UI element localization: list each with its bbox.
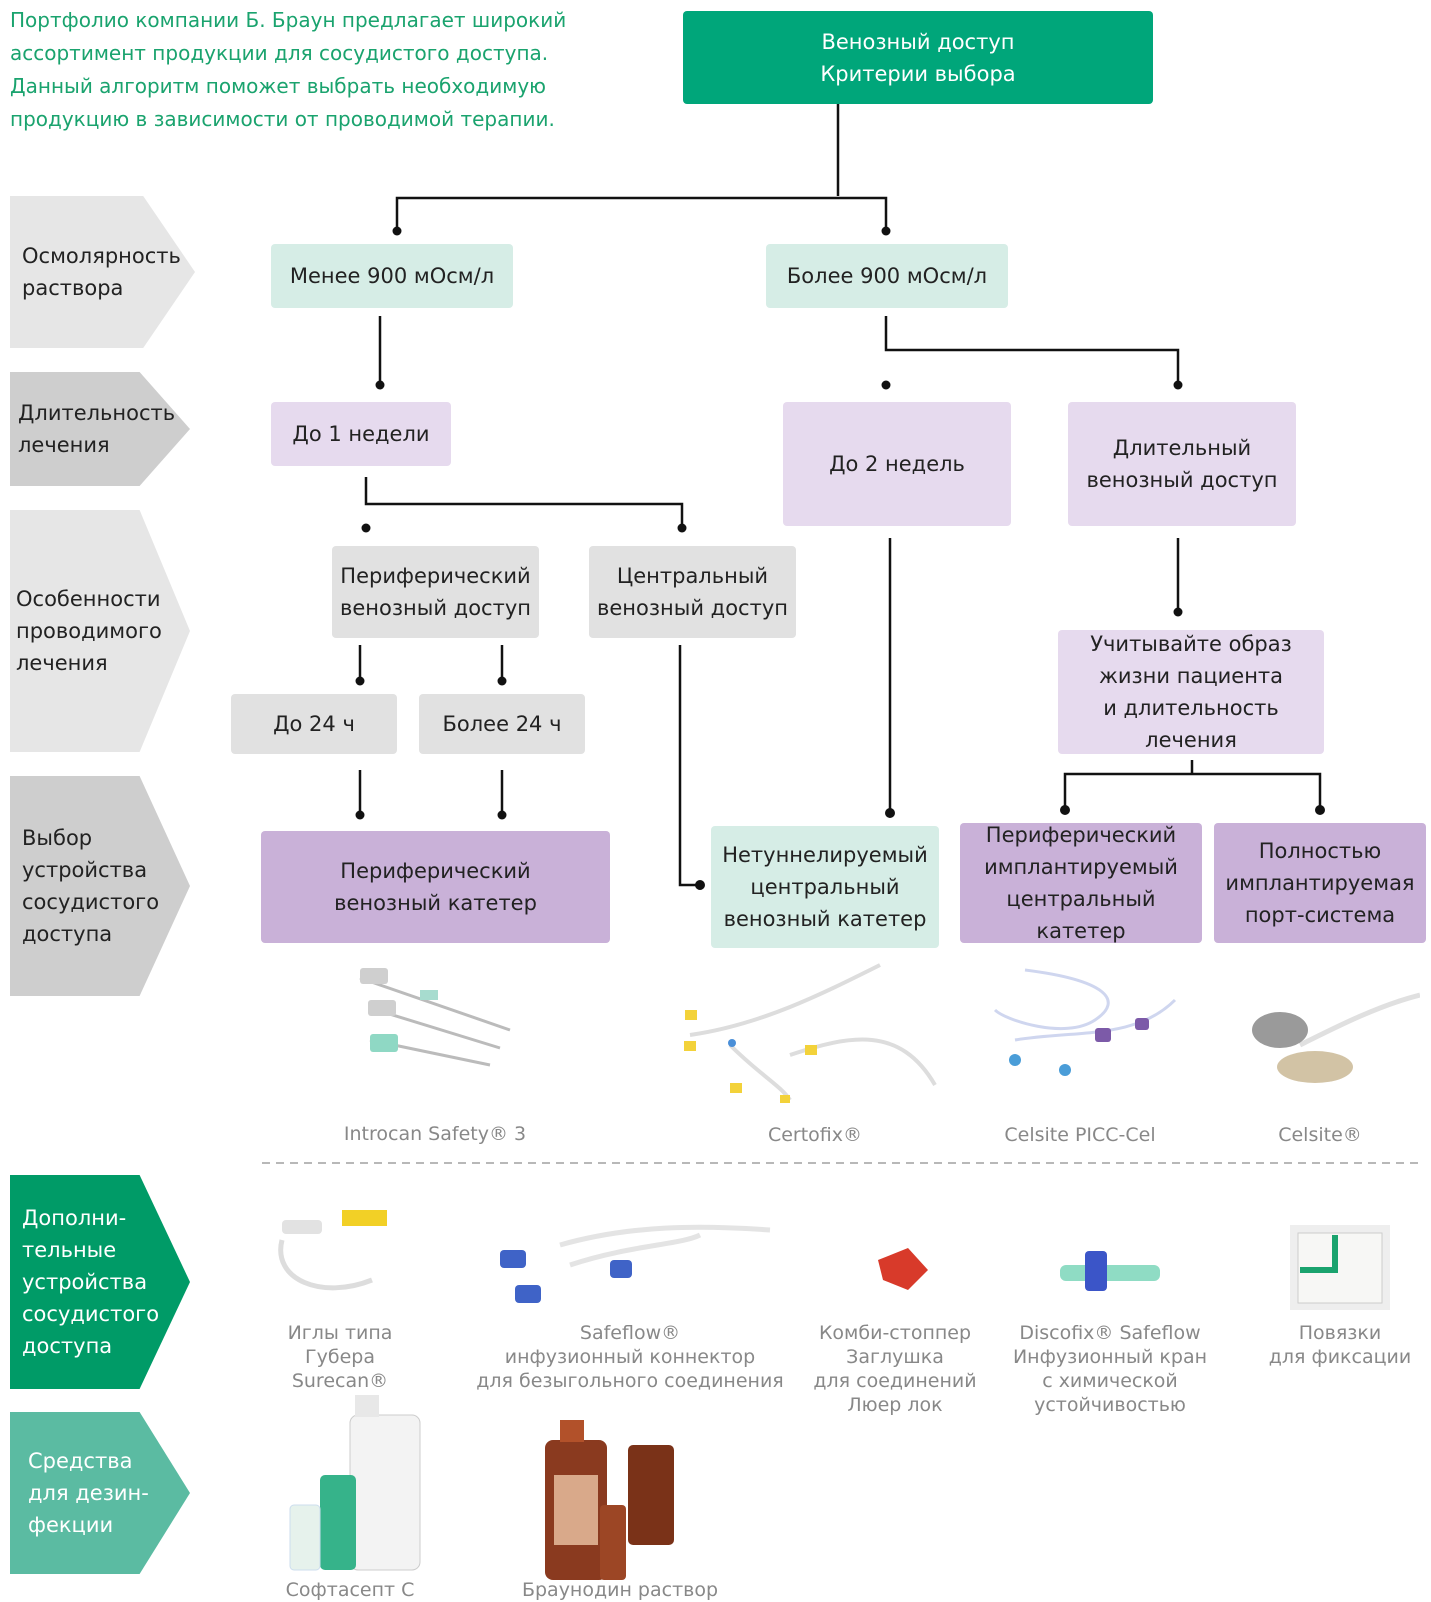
caption-dressing: Повязки для фиксации <box>1255 1321 1425 1369</box>
discofix-line-3: с химической <box>1042 1370 1178 1392</box>
caption-discofix: Discofix® Safeflow Инфузионный кран с хи… <box>1005 1321 1215 1417</box>
caption-celsite: Celsite® <box>1278 1124 1362 1146</box>
huber-line-1: Иглы типа Губера <box>287 1322 393 1368</box>
node-port-line-3: порт-система <box>1244 903 1396 927</box>
safeflow-image <box>500 1224 771 1303</box>
huber-line-2: Surecan® <box>291 1370 389 1392</box>
caption-combi-stopper: Комби-стоппер Заглушка для соединений Лю… <box>800 1321 990 1417</box>
safeflow-line-1: Safeflow® <box>579 1322 681 1344</box>
side-dur-line-2: лечения <box>18 433 110 457</box>
side-feat-line-3: лечения <box>16 651 108 675</box>
node-periph-line-1: Периферический <box>340 564 531 588</box>
caption-safeflow: Safeflow® инфузионный коннектор для безы… <box>470 1321 790 1393</box>
side-dur-line-1: Длительность <box>18 401 176 425</box>
caption-softasept: Софтасепт С <box>285 1579 415 1601</box>
introcan-image <box>359 968 511 1067</box>
node-cvc-line-3: венозный катетер <box>723 907 927 931</box>
node-port-system: Полностью имплантируемая порт-система <box>1214 823 1426 943</box>
discofix-image <box>1060 1251 1160 1291</box>
node-picc: Периферический имплантируемый центральны… <box>960 823 1202 943</box>
side-disinf-line-2: для дезин- <box>28 1481 149 1505</box>
intro-text: Портфолио компании Б. Браун предлагает ш… <box>10 8 567 131</box>
side-osm-line-1: Осмолярность <box>22 244 181 268</box>
node-peripheral-catheter: Периферический венозный катетер <box>261 831 610 943</box>
dressing-line-2: для фиксации <box>1268 1346 1412 1368</box>
caption-certofix: Certofix® <box>767 1124 863 1146</box>
certofix-image <box>684 963 937 1103</box>
softasept-image <box>289 1395 421 1571</box>
discofix-line-1: Discofix® Safeflow <box>1019 1322 1201 1344</box>
caption-braunodin: Браунодин раствор <box>521 1579 719 1601</box>
picc-image <box>993 968 1177 1076</box>
node-picc-line-3: центральный катетер <box>1006 887 1156 943</box>
braunodin-image <box>545 1420 674 1580</box>
node-picc-line-2: имплантируемый <box>984 855 1178 879</box>
side-feat-line-2: проводимого <box>16 619 162 643</box>
stopper-line-3: для соединений <box>813 1370 977 1392</box>
side-extra-line-4: сосудистого <box>22 1302 160 1326</box>
node-central-access: Центральный венозный доступ <box>589 546 796 638</box>
diagram-title: Венозный доступ Критерии выбора <box>683 11 1153 104</box>
node-lifestyle-line-1: Учитывайте образ <box>1090 632 1292 656</box>
node-central-line-2: венозный доступ <box>597 596 788 620</box>
discofix-line-4: устойчивостью <box>1034 1394 1186 1416</box>
node-port-line-1: Полностью <box>1258 839 1382 863</box>
side-extra-line-2: тельные <box>22 1238 117 1262</box>
node-lifestyle-line-2: жизни пациента <box>1098 664 1284 688</box>
node-picc-line-1: Периферический <box>985 823 1177 847</box>
safeflow-line-2: инфузионный коннектор <box>504 1346 756 1368</box>
huber-needle-image <box>278 1210 387 1291</box>
node-more-24h: Более 24 ч <box>419 694 585 754</box>
side-extra-line-3: устройства <box>22 1270 148 1294</box>
node-cvc-line-1: Нетуннелируемый <box>722 843 928 867</box>
node-up-to-2-weeks: До 2 недель <box>783 402 1011 526</box>
dressing-image <box>1290 1225 1390 1310</box>
side-extra-line-1: Дополни- <box>22 1206 127 1230</box>
node-pvc-line-2: венозный катетер <box>334 891 537 915</box>
node-up-to-24h: До 24 ч <box>231 694 397 754</box>
stopper-line-1: Комби-стоппер <box>818 1322 972 1344</box>
caption-introcan: Introcan Safety® 3 <box>343 1123 527 1145</box>
stopper-line-4: Люер лок <box>847 1394 943 1416</box>
dressing-line-1: Повязки <box>1298 1322 1382 1344</box>
side-disinf-line-1: Средства <box>28 1449 133 1473</box>
node-less-900: Менее 900 мОсм/л <box>271 244 513 308</box>
node-long-term-access: Длительный венозный доступ <box>1068 402 1296 526</box>
node-long-line-2: венозный доступ <box>1086 468 1278 492</box>
node-periph-line-2: венозный доступ <box>340 596 531 620</box>
node-more-900: Более 900 мОсм/л <box>766 244 1008 308</box>
stopper-line-2: Заглушка <box>846 1346 944 1368</box>
node-long-line-1: Длительный <box>1112 436 1252 460</box>
node-cvc-line-2: центральный <box>750 875 900 899</box>
safeflow-line-3: для безыгольного соединения <box>476 1370 784 1392</box>
side-choice-line-1: Выбор <box>22 826 93 850</box>
side-osm-line-2: раствора <box>22 276 124 300</box>
side-choice-line-4: доступа <box>22 922 113 946</box>
side-feat-line-1: Особенности <box>16 587 161 611</box>
node-pvc-line-1: Периферический <box>340 859 531 883</box>
node-lifestyle: Учитывайте образ жизни пациента и длител… <box>1058 630 1324 754</box>
node-peripheral-access: Периферический венозный доступ <box>332 546 539 638</box>
title-line-1: Венозный доступ <box>821 29 1015 54</box>
combi-stopper-image <box>878 1248 928 1290</box>
side-extra-line-5: доступа <box>22 1334 113 1358</box>
node-central-line-1: Центральный <box>616 564 769 588</box>
node-central-catheter: Нетуннелируемый центральный венозный кат… <box>711 826 939 948</box>
node-lifestyle-line-3: и длительность лечения <box>1103 696 1279 752</box>
caption-picc: Celsite PICC-Cel <box>1004 1124 1156 1146</box>
node-up-to-1-week: До 1 недели <box>271 402 451 466</box>
caption-huber: Иглы типа Губера Surecan® <box>250 1321 430 1393</box>
side-choice-line-2: устройства <box>22 858 148 882</box>
celsite-image <box>1252 992 1420 1083</box>
node-port-line-2: имплантируемая <box>1225 871 1415 895</box>
title-line-2: Критерии выбора <box>820 61 1016 86</box>
side-choice-line-3: сосудистого <box>22 890 160 914</box>
side-disinf-line-3: фекции <box>28 1513 114 1537</box>
discofix-line-2: Инфузионный кран <box>1012 1346 1208 1368</box>
